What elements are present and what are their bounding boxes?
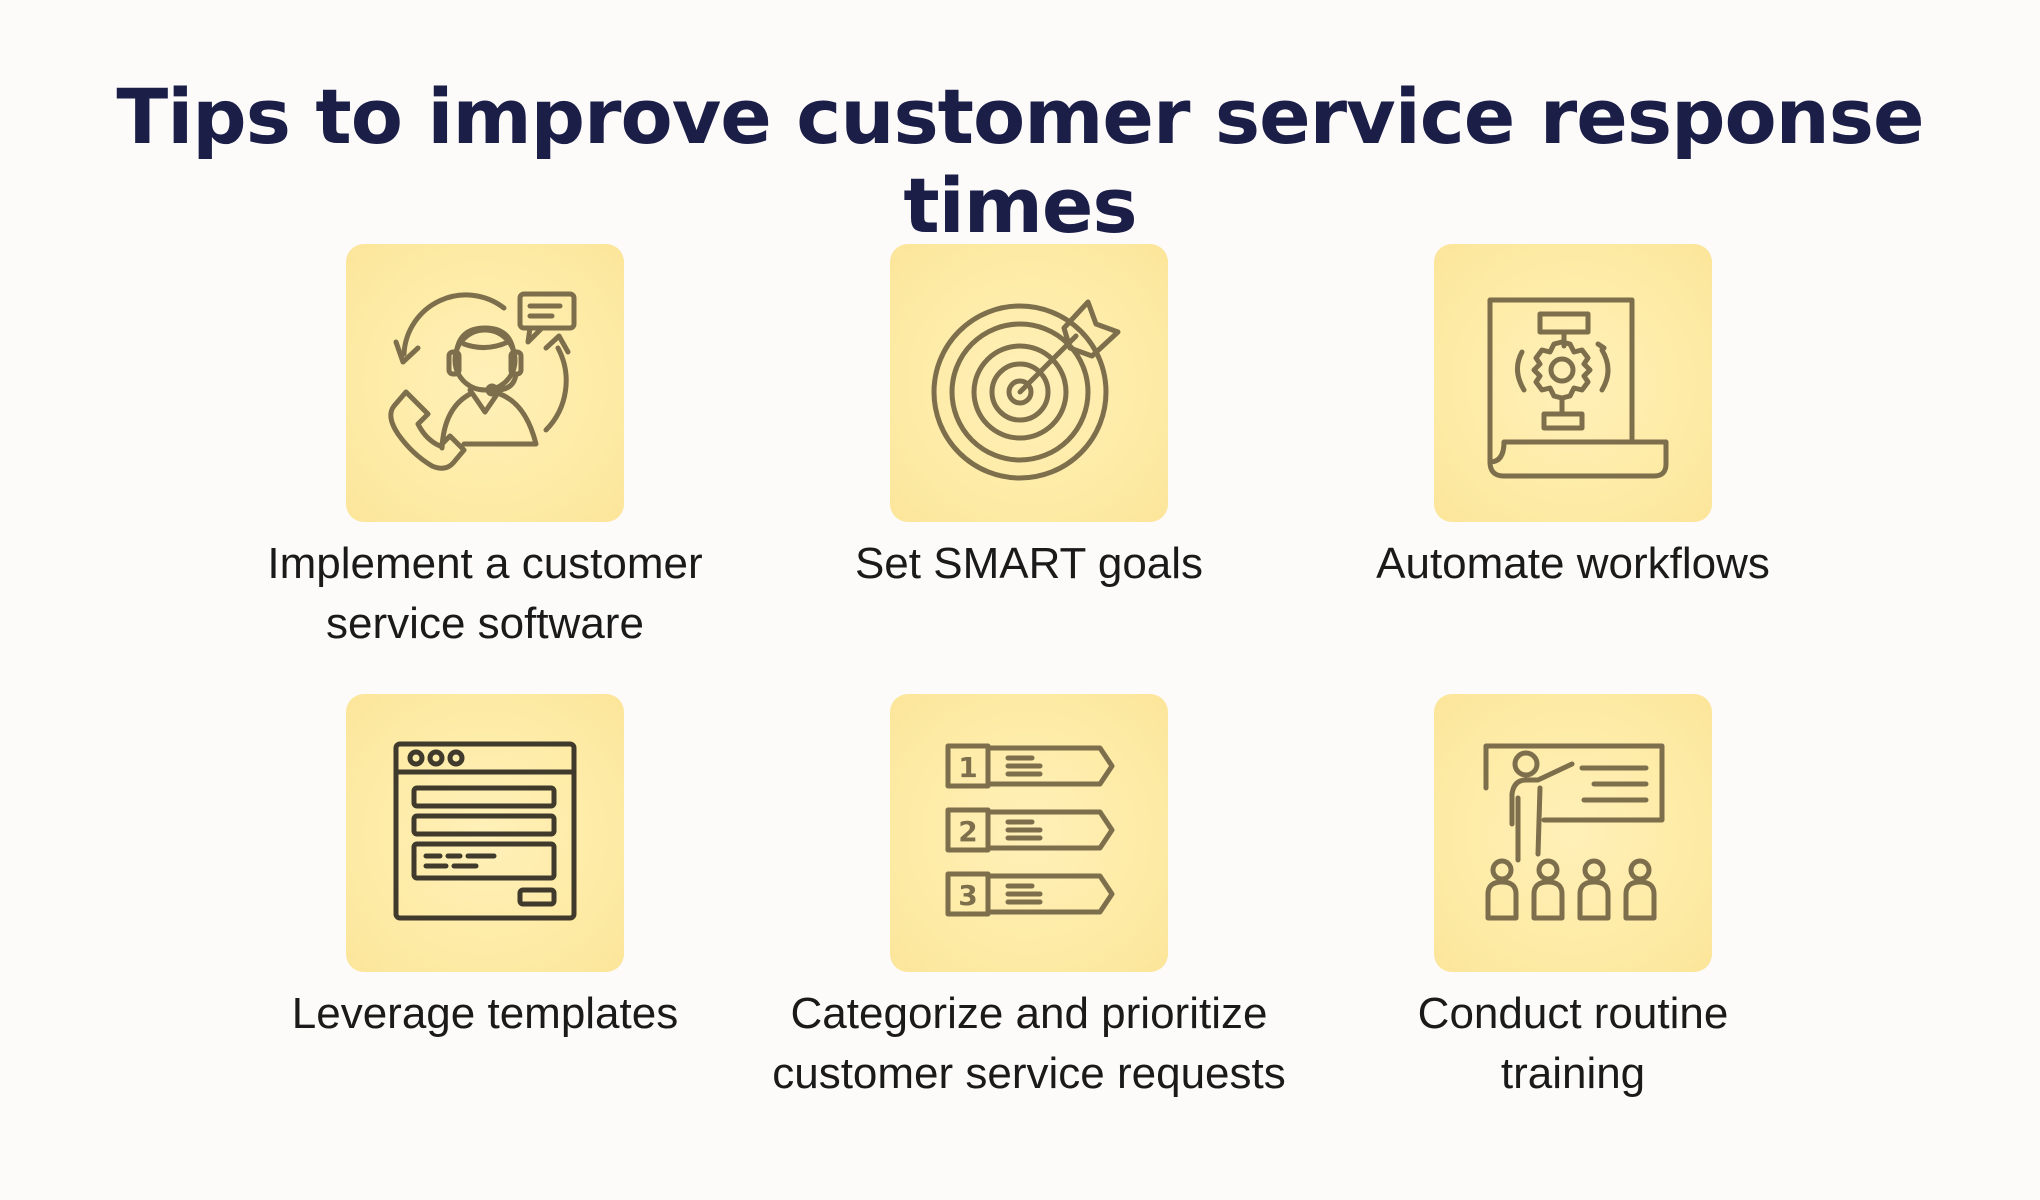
tip-label-smart-goals: Set SMART goals (854, 539, 1204, 588)
list-number-3: 3 (958, 879, 977, 912)
list-number-2: 2 (958, 815, 977, 848)
template-window-icon (393, 741, 577, 921)
page-title: Tips to improve customer service respons… (116, 72, 1924, 250)
tip-card-leverage-templates (346, 694, 624, 972)
tip-card-smart-goals (890, 244, 1168, 522)
tip-card-routine-training (1434, 694, 1712, 972)
tip-label-routine-training: Conduct routine training (1417, 989, 1729, 1098)
tip-card-automate-workflows (1434, 244, 1712, 522)
target-arrow-icon (931, 299, 1121, 481)
tip-label-customer-service-software: Implement a customer service software (267, 539, 703, 648)
tip-label-categorize-prioritize: Categorize and prioritize customer servi… (772, 989, 1286, 1098)
tip-card-categorize-prioritize: 1 2 3 (890, 694, 1168, 972)
customer-service-agent-icon (388, 291, 577, 471)
tip-label-automate-workflows: Automate workflows (1376, 539, 1770, 588)
tip-label-leverage-templates: Leverage templates (291, 989, 679, 1038)
workflow-gear-icon (1487, 297, 1669, 479)
tip-card-customer-service-software (346, 244, 624, 522)
training-presentation-icon (1483, 743, 1665, 921)
numbered-list-icon: 1 2 3 (945, 743, 1115, 917)
list-number-1: 1 (958, 751, 977, 784)
